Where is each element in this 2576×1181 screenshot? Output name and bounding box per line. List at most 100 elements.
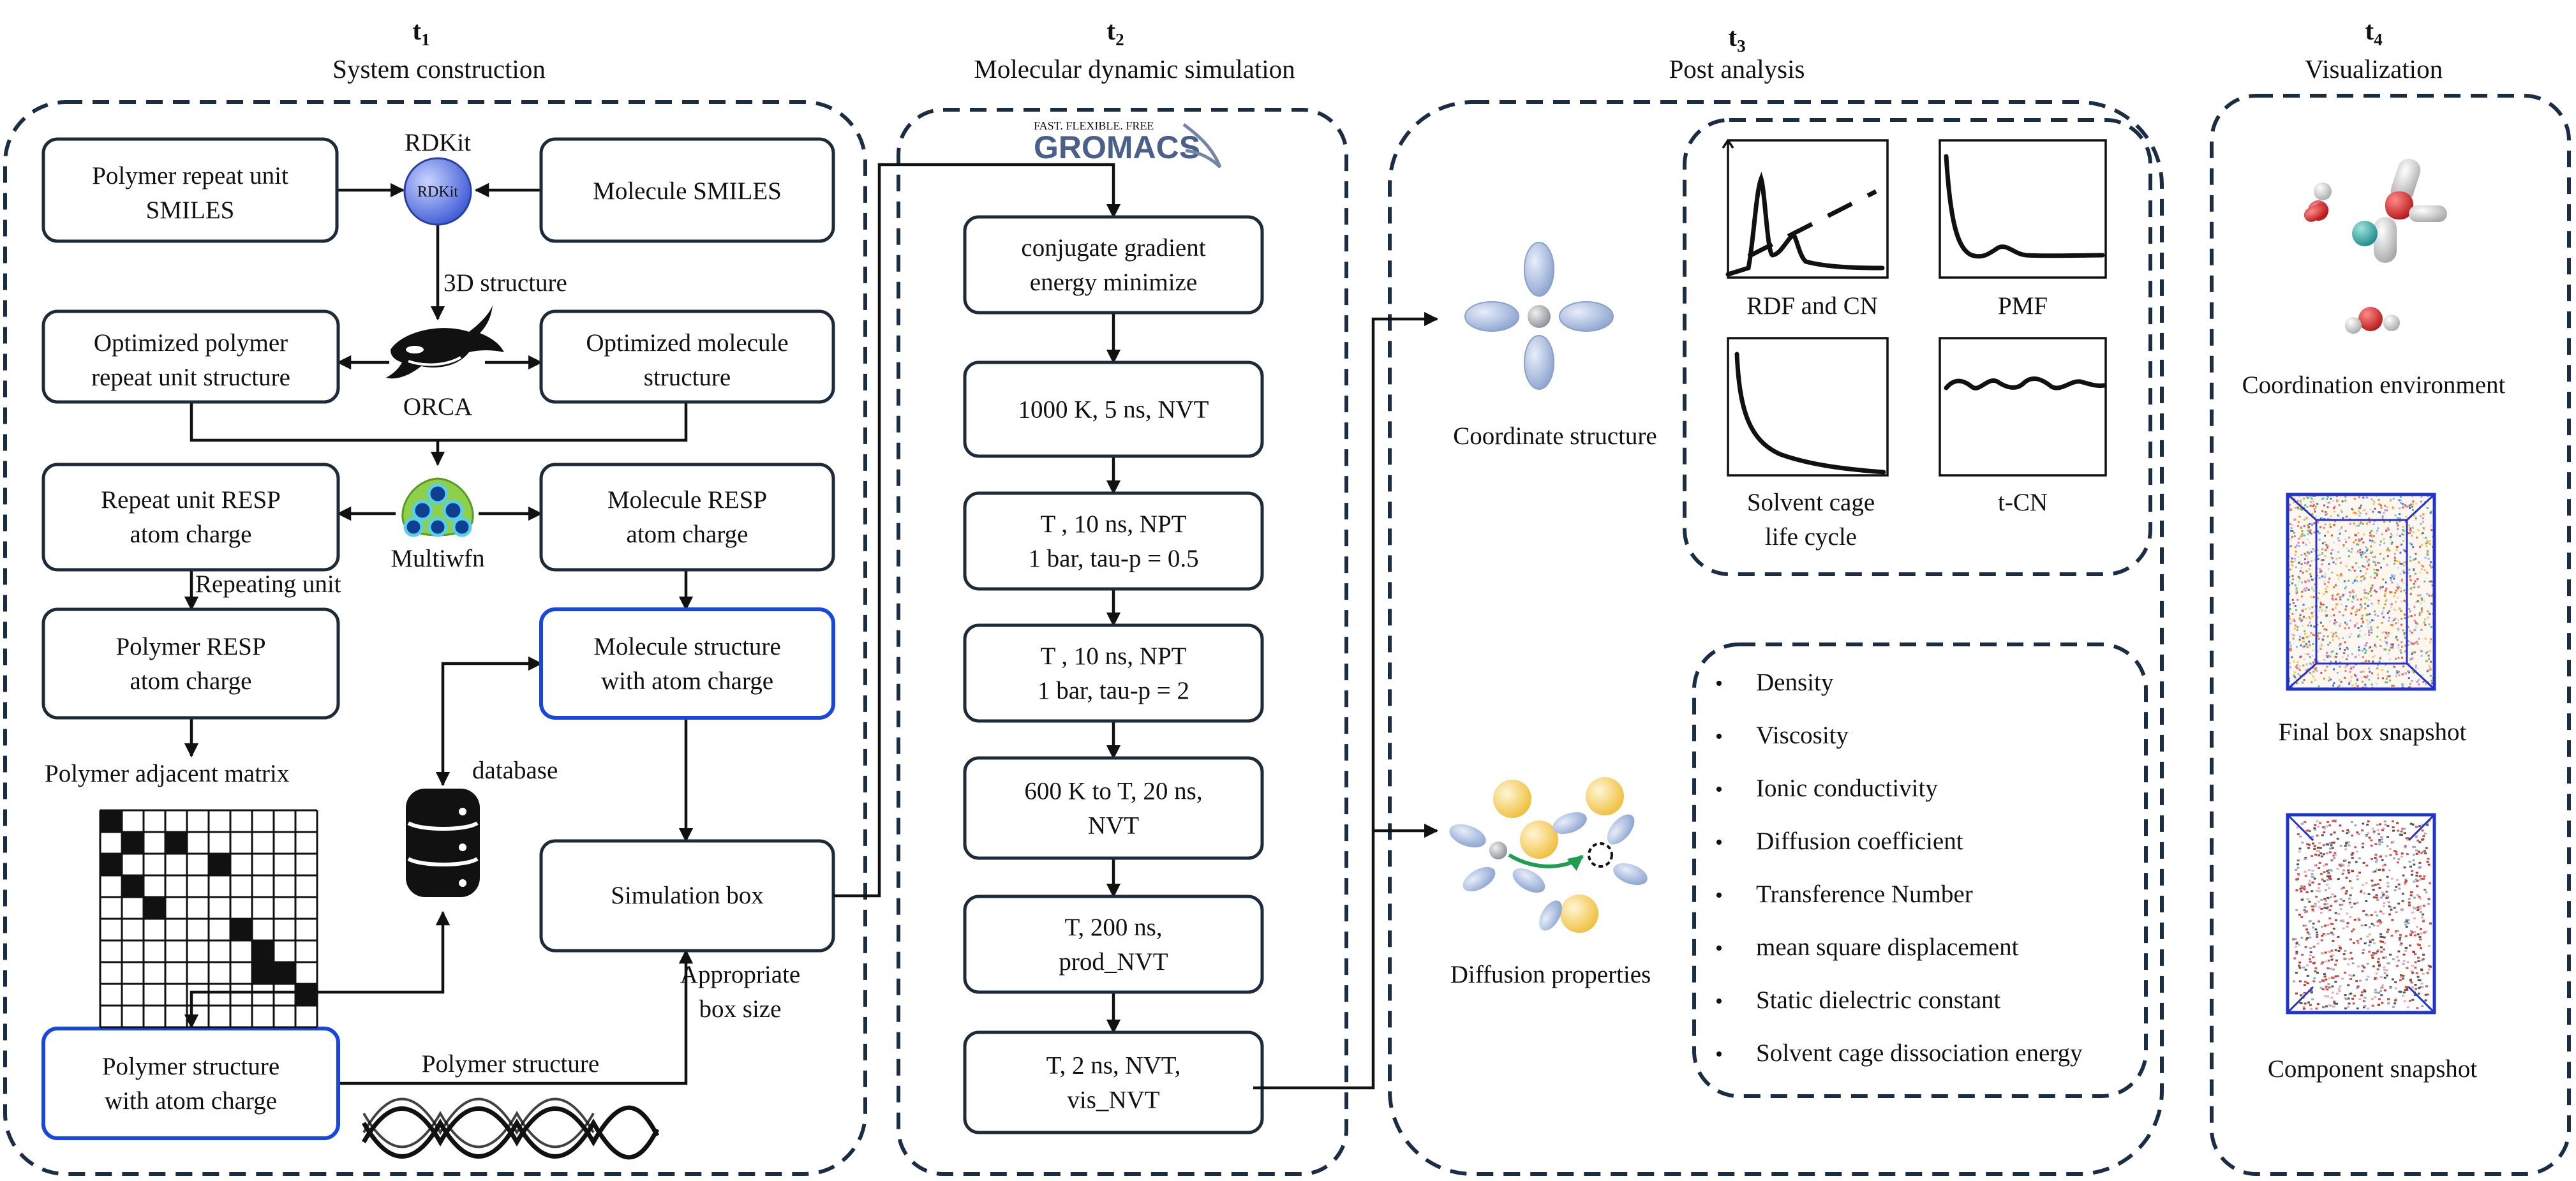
gromacs-logo: FAST. FLEXIBLE. FREE GROMACS	[1034, 119, 1222, 168]
md-step-label: T, 2 ns, NVT,vis_NVT	[1046, 1052, 1181, 1114]
header-t4-title: Visualization	[2305, 54, 2443, 84]
panel-visualization	[2210, 94, 2571, 1176]
md-step-label: T, 200 ns,prod_NVT	[1059, 914, 1168, 976]
coordinate-structure-icon	[1464, 242, 1614, 390]
node-molecule-smiles: Molecule SMILES	[539, 137, 835, 243]
property-list: •Density•Viscosity•Ionic conductivity•Di…	[1715, 669, 2083, 1067]
rdkit-label: RDKit	[405, 129, 471, 156]
property-item: •Static dielectric constant	[1715, 986, 2001, 1014]
label-diffusion-properties: Diffusion properties	[1450, 961, 1651, 988]
property-item: • Diffusion coefficient	[1715, 828, 1963, 855]
label-coordination-environment: Coordination environment	[2242, 371, 2506, 399]
orca-logo-icon	[386, 305, 504, 379]
label-t-cn: t-CN	[1998, 489, 2048, 516]
svg-text:Viscosity: Viscosity	[1756, 722, 1849, 749]
label-rdf-cn: RDF and CN	[1746, 292, 1878, 320]
property-item: • Viscosity	[1715, 722, 1849, 749]
plot-t-cn	[1939, 337, 2107, 477]
plot-solvent-cage	[1727, 337, 1889, 477]
svg-text:t3: t3	[1728, 22, 1745, 56]
panel-plots	[1683, 118, 2152, 576]
header-t1: t1 System construction	[332, 16, 546, 84]
analysis-connectors	[1253, 311, 1439, 1090]
label-final-box: Final box snapshot	[2279, 718, 2467, 746]
svg-text:FAST. FLEXIBLE. FREE: FAST. FLEXIBLE. FREE	[1034, 119, 1154, 132]
adjacency-matrix-icon	[99, 809, 318, 1029]
header-t2: t2 Molecular dynamic simulation	[974, 16, 1295, 84]
label-3d-structure: 3D structure	[443, 269, 567, 297]
coordination-environment-icon	[2304, 158, 2447, 334]
rdkit-logo-icon: RDKit	[403, 157, 472, 226]
svg-text:Static dielectric constant: Static dielectric constant	[1756, 986, 2001, 1014]
diffusion-properties-icon	[1449, 777, 1648, 933]
svg-text:t1: t1	[412, 16, 429, 49]
header-t3-title: Post analysis	[1669, 54, 1805, 84]
svg-text:Density: Density	[1756, 669, 1834, 696]
property-item: • Density	[1715, 669, 1834, 696]
label-pmf: PMF	[1998, 292, 2048, 320]
property-item: • Transference Number	[1715, 880, 1973, 908]
svg-text:mean square displacement: mean square displacement	[1756, 933, 2019, 961]
md-step-box: T, 200 ns,prod_NVT	[963, 895, 1264, 994]
node-simulation-box: Simulation box	[539, 839, 835, 953]
md-step-label: 1000 K, 5 ns, NVT	[1018, 396, 1209, 424]
property-item: •Ionic conductivity	[1715, 775, 1938, 802]
header-t4: t4 Visualization	[2305, 16, 2443, 84]
svg-text:•: •	[1715, 1043, 1723, 1066]
md-step-box: 1000 K, 5 ns, NVT	[963, 360, 1264, 458]
header-t3: t3 Post analysis	[1669, 22, 1805, 84]
svg-text:•: •	[1715, 831, 1723, 854]
panel-md-simulation	[897, 108, 1348, 1176]
svg-text:•: •	[1715, 725, 1723, 748]
label-coordinate-structure: Coordinate structure	[1453, 422, 1657, 450]
database-icon	[406, 789, 480, 897]
plot-rdf-cn	[1722, 139, 1889, 279]
label-component-snapshot: Component snapshot	[2268, 1055, 2477, 1083]
svg-text:Molecule SMILES: Molecule SMILES	[593, 177, 782, 205]
multiwfn-logo-icon	[401, 477, 474, 537]
panel-post-analysis	[1388, 100, 2164, 1176]
md-step-box: T, 2 ns, NVT,vis_NVT	[963, 1030, 1264, 1134]
svg-text:RDKit: RDKit	[417, 184, 458, 200]
svg-text:Transference Number: Transference Number	[1756, 880, 1973, 908]
svg-text:t2: t2	[1106, 16, 1124, 49]
orca-label: ORCA	[403, 393, 472, 420]
property-item: •mean square displacement	[1715, 933, 2019, 961]
svg-text:•: •	[1715, 672, 1723, 695]
label-polymer-structure: Polymer structure	[422, 1050, 599, 1078]
md-connectors	[833, 163, 1121, 1034]
svg-text:Ionic conductivity: Ionic conductivity	[1756, 775, 1938, 802]
final-box-snapshot	[2286, 493, 2436, 691]
md-step-box: 600 K to T, 20 ns,NVT	[963, 756, 1264, 860]
multiwfn-label: Multiwfn	[391, 545, 484, 572]
polymer-chain-icon	[361, 1097, 660, 1160]
svg-text:•: •	[1715, 884, 1723, 907]
header-t1-title: System construction	[332, 54, 546, 84]
svg-text:Diffusion coefficient: Diffusion coefficient	[1756, 828, 1963, 855]
construction-connectors	[184, 182, 694, 1085]
svg-text:GROMACS: GROMACS	[1034, 130, 1200, 165]
